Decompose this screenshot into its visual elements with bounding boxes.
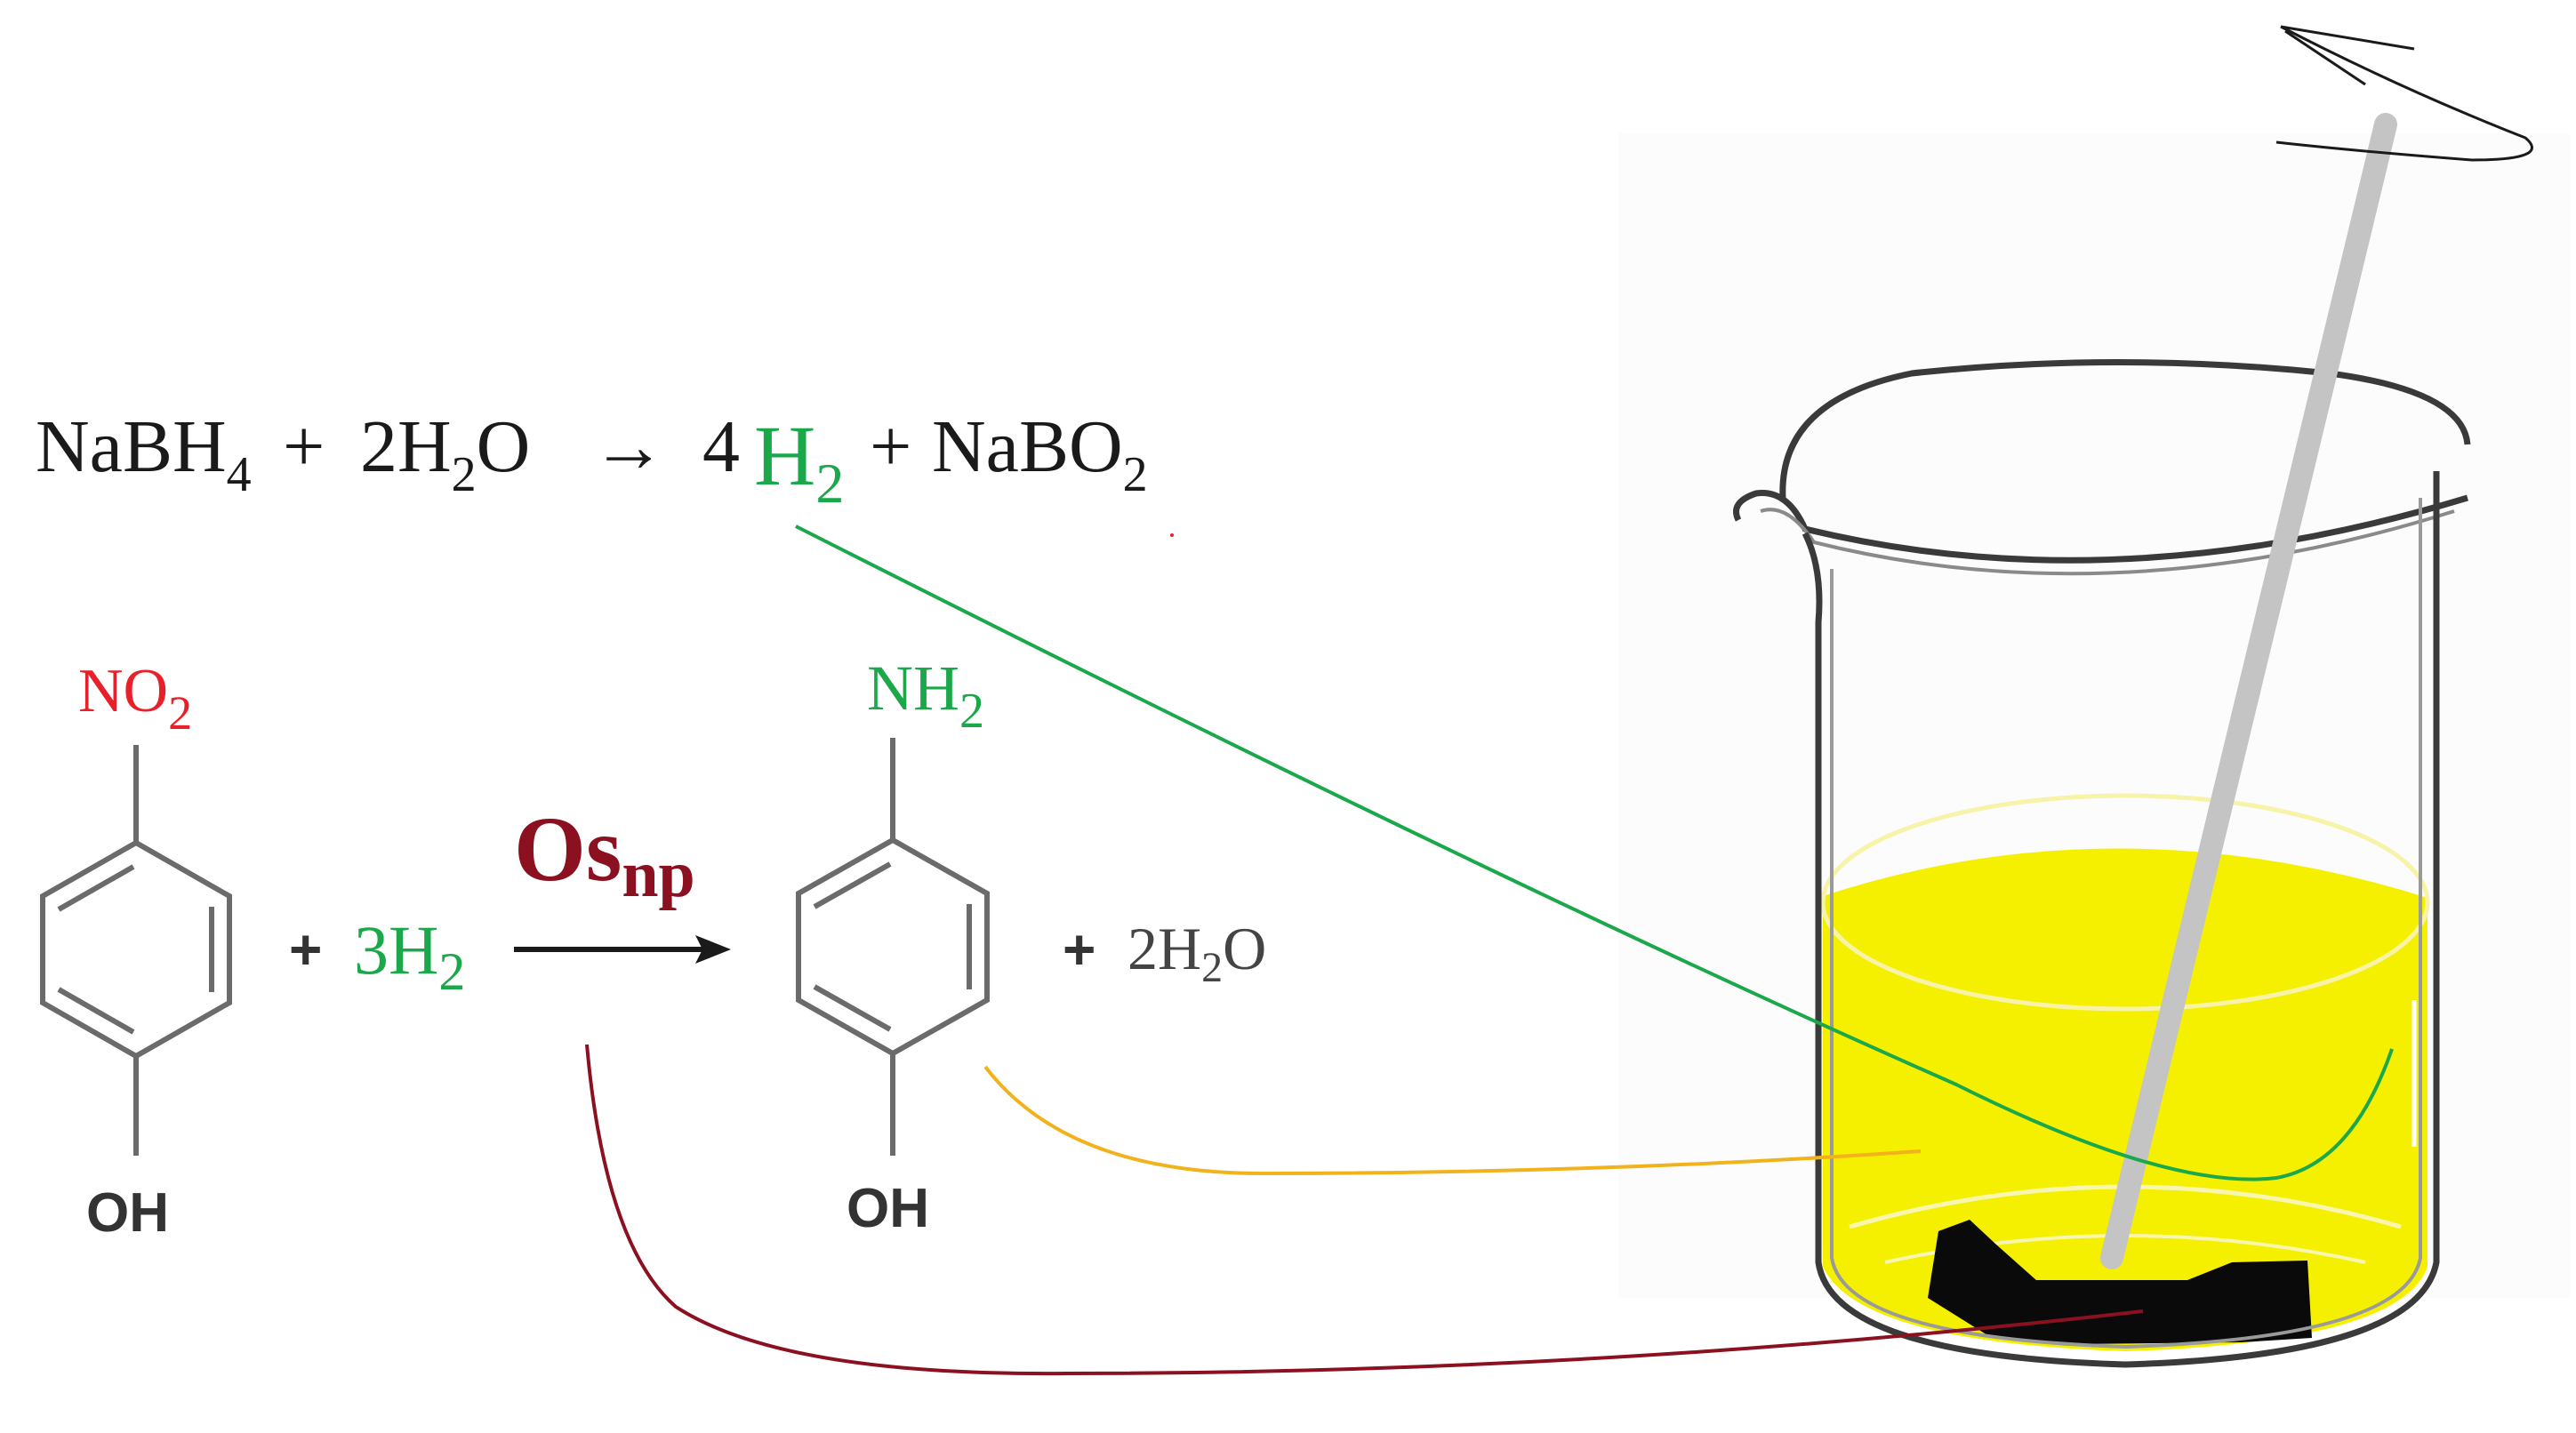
eq2-h2: 3H xyxy=(354,911,438,989)
beaker-rim-back xyxy=(1779,359,2471,499)
stirring-motion-marks xyxy=(2275,25,2533,162)
h2-connector-line xyxy=(795,524,2394,1181)
svg-text:Osnp: Osnp xyxy=(514,798,695,911)
yellow-solution xyxy=(1823,848,2428,1351)
reaction-arrow-head xyxy=(695,935,731,964)
osmium-nanoparticles xyxy=(1928,1220,2312,1344)
eq2-plus1: + xyxy=(289,917,322,981)
eq1-product2: NaBO xyxy=(932,405,1123,488)
hydroxyl-label-1: OH xyxy=(86,1182,169,1244)
amino-group-label: NH xyxy=(867,652,959,724)
nitro-group-label: NO xyxy=(78,657,168,725)
amino-group-sub: 2 xyxy=(959,684,984,739)
eq1-plus2: + xyxy=(870,405,911,488)
eq1-reactant2-sub: 2 xyxy=(452,447,477,502)
aminophenol-molecule: NH2 OH xyxy=(796,652,990,1239)
eq2-water-sub: 2 xyxy=(1201,944,1223,991)
eq1-product2-sub: 2 xyxy=(1123,447,1148,502)
eq1-reactant1: NaBH xyxy=(36,405,227,488)
hydroxyl-label-2: OH xyxy=(847,1178,929,1239)
svg-text:NO2: NO2 xyxy=(78,657,192,740)
stirring-rod xyxy=(2100,113,2397,1269)
eq2-h2-sub: 2 xyxy=(438,942,465,1001)
benzene-ring-2 xyxy=(796,837,990,1057)
svg-text:NaBH4: NaBH4 xyxy=(36,405,252,502)
catalyst-label: Os xyxy=(514,798,622,901)
liquid-surface xyxy=(1820,793,2430,1012)
beaker xyxy=(1618,25,2570,1368)
beaker-wall xyxy=(1802,471,2440,1368)
eq1-product1: H xyxy=(754,408,815,503)
eq2-water-tail: O xyxy=(1223,915,1266,982)
svg-text:2H2O: 2H2O xyxy=(360,405,530,502)
eq1-reactant2-tail: O xyxy=(477,405,531,488)
svg-text:2H2O: 2H2O xyxy=(1128,915,1266,991)
eq1-reactant2: 2H xyxy=(360,405,452,488)
eq2-water: 2H xyxy=(1128,915,1201,982)
svg-text:NH2: NH2 xyxy=(867,652,984,739)
catalyst-sub: np xyxy=(622,838,694,911)
equation-1: NaBH4 + 2H2O → 4 H2 + NaBO2 xyxy=(36,405,1148,515)
catalyst-connector-line xyxy=(585,1044,2144,1376)
svg-text:3H2: 3H2 xyxy=(354,911,465,1001)
svg-text:NaBO2: NaBO2 xyxy=(932,405,1148,502)
nitro-group-sub: 2 xyxy=(168,686,192,740)
eq1-coef: 4 xyxy=(702,405,740,488)
eq1-reactant1-sub: 4 xyxy=(227,447,252,502)
eq1-arrow: → xyxy=(591,405,666,488)
benzene-ring-1 xyxy=(40,839,232,1060)
svg-text:H2: H2 xyxy=(754,408,844,515)
eq1-plus1: + xyxy=(283,405,325,488)
product-connector-line xyxy=(983,1065,1922,1176)
eq2-plus2: + xyxy=(1063,917,1095,981)
eq1-product1-sub: 2 xyxy=(815,452,844,515)
nitrophenol-molecule: NO2 OH xyxy=(40,657,232,1244)
